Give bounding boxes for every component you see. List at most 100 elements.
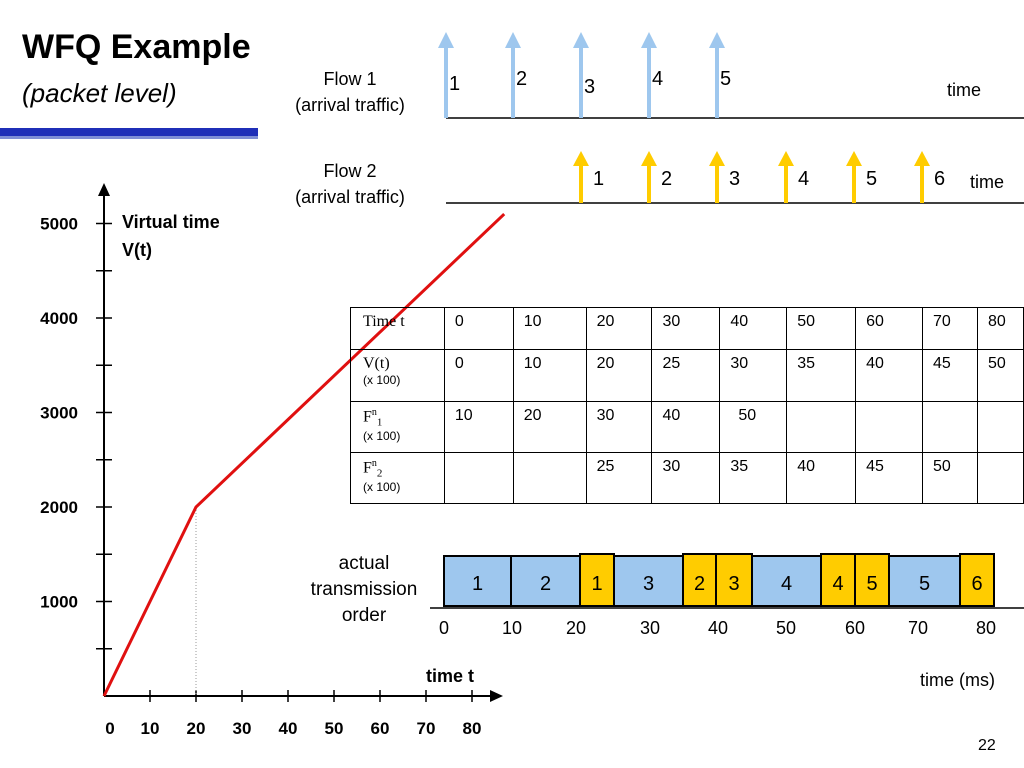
flow2-packet-label: 2 (661, 168, 672, 190)
x-tick-label: 30 (233, 719, 252, 738)
row-label: F (363, 459, 372, 477)
table-cell: 30 (651, 452, 721, 504)
row-label: F (363, 408, 372, 426)
table-cell: 20 (585, 349, 653, 402)
flow2-arrow-head (846, 151, 862, 166)
flow1-time-label: time (947, 80, 981, 100)
transmission-packet-label: 3 (643, 573, 654, 595)
table-row: Fn1 (x 100) 10 20 30 40 50 (350, 401, 1024, 453)
flow2-arrow-head (641, 151, 657, 166)
transmission-packet-label: 3 (728, 573, 739, 595)
transmission-packet-label: 6 (971, 573, 982, 595)
table-cell (786, 401, 857, 453)
flow1-arrow-head (641, 32, 657, 48)
table-header-cell: 20 (585, 307, 653, 350)
transmission-label-line1: actual (338, 553, 390, 574)
table-row-header: Fn1 (x 100) (350, 401, 445, 453)
flow2-packet-label: 3 (729, 168, 740, 190)
transmission-tick-label: 70 (908, 618, 928, 638)
transmission-packet-label: 2 (694, 573, 705, 595)
x-axis-label: time t (426, 666, 474, 686)
table-cell (922, 401, 978, 453)
flow2-packet-label: 5 (866, 168, 877, 190)
flow1-arrow-head (505, 32, 521, 48)
transmission-tick-label: 30 (640, 618, 660, 638)
row-scale: (x 100) (363, 479, 401, 494)
table-cell: 10 (443, 401, 514, 453)
x-tick-label: 40 (279, 719, 298, 738)
flow2-arrow-head (914, 151, 930, 166)
table-cell (976, 401, 1024, 453)
table-cell (443, 452, 514, 504)
table-cell: 45 (922, 349, 978, 402)
table-cell: 45 (855, 452, 924, 504)
table-cell: 40 (786, 452, 857, 504)
transmission-label-line3: order (341, 605, 387, 626)
y-tick-label: 3000 (40, 404, 78, 423)
transmission-label-line2: transmission (310, 579, 418, 600)
finish-time-table: Time t 0 10 20 30 40 50 60 70 80 V(t) (x… (350, 307, 1024, 504)
transmission-time-label: time (ms) (920, 670, 995, 690)
flow2-label-line1: Flow 2 (323, 161, 377, 181)
flow2-arrow-head (709, 151, 725, 166)
row-label-sub: 1 (376, 416, 383, 429)
y-tick-label: 2000 (40, 498, 78, 517)
y-tick-label: 1000 (40, 593, 78, 612)
flow2-packet-label: 4 (798, 168, 809, 190)
table-row-header: V(t) (x 100) (350, 349, 445, 402)
table-header-cell: 0 (443, 307, 514, 350)
title-underline (0, 128, 258, 136)
flow1-label: Flow 1 (arrival traffic) (270, 66, 430, 118)
transmission-packet-box (682, 553, 717, 607)
transmission-tick-label: 80 (976, 618, 996, 638)
table-header-cell: 60 (855, 307, 924, 350)
table-header-cell: 10 (512, 307, 587, 350)
transmission-packet-label: 1 (472, 573, 483, 595)
table-cell: 35 (719, 452, 788, 504)
table-cell (855, 401, 924, 453)
row-label-sup: n (371, 458, 377, 469)
flow2-packet-label: 6 (934, 168, 945, 190)
page-number: 22 (978, 737, 996, 754)
table-cell: 25 (651, 349, 721, 402)
flow2-time-label: time (970, 172, 1004, 192)
table-header-cell: 50 (786, 307, 857, 350)
flow1-packet-label: 5 (720, 68, 731, 90)
flow1-packet-label: 1 (449, 73, 460, 95)
y-tick-label: 4000 (40, 309, 78, 328)
flow2-label-line2: (arrival traffic) (295, 187, 405, 207)
table-header-cell: 30 (651, 307, 721, 350)
transmission-packet-label: 1 (591, 573, 602, 595)
flow2-packet-label: 1 (593, 168, 604, 190)
vt-label-line2: V(t) (122, 240, 152, 260)
row-label-sup: n (371, 407, 377, 418)
table-cell: 30 (719, 349, 788, 402)
table-cell: 40 (651, 401, 721, 453)
transmission-packet-box (959, 553, 995, 607)
transmission-tick-label: 0 (439, 618, 449, 638)
transmission-packet-label: 4 (781, 573, 792, 595)
flow1-packet-label: 3 (584, 76, 595, 98)
row-scale: (x 100) (363, 373, 401, 387)
x-tick-label: 50 (325, 719, 344, 738)
transmission-packet-box (715, 553, 753, 607)
y-axis-arrowhead (98, 183, 110, 196)
transmission-tick-label: 10 (502, 618, 522, 638)
flow1-packet-label: 4 (652, 68, 663, 90)
x-tick-label: 80 (463, 719, 482, 738)
flow2-arrow-head (778, 151, 794, 166)
transmission-packet-label: 4 (832, 573, 843, 595)
transmission-packet-box (854, 553, 890, 607)
transmission-packet-label: 2 (540, 573, 551, 595)
table-cell: 20 (512, 401, 587, 453)
flow1-label-line1: Flow 1 (323, 69, 377, 89)
table-cell: 0 (443, 349, 514, 402)
x-tick-label: 20 (187, 719, 206, 738)
table-row-header: Fn2 (x 100) (350, 452, 445, 504)
x-tick-label: 10 (141, 719, 160, 738)
table-cell: 25 (585, 452, 653, 504)
